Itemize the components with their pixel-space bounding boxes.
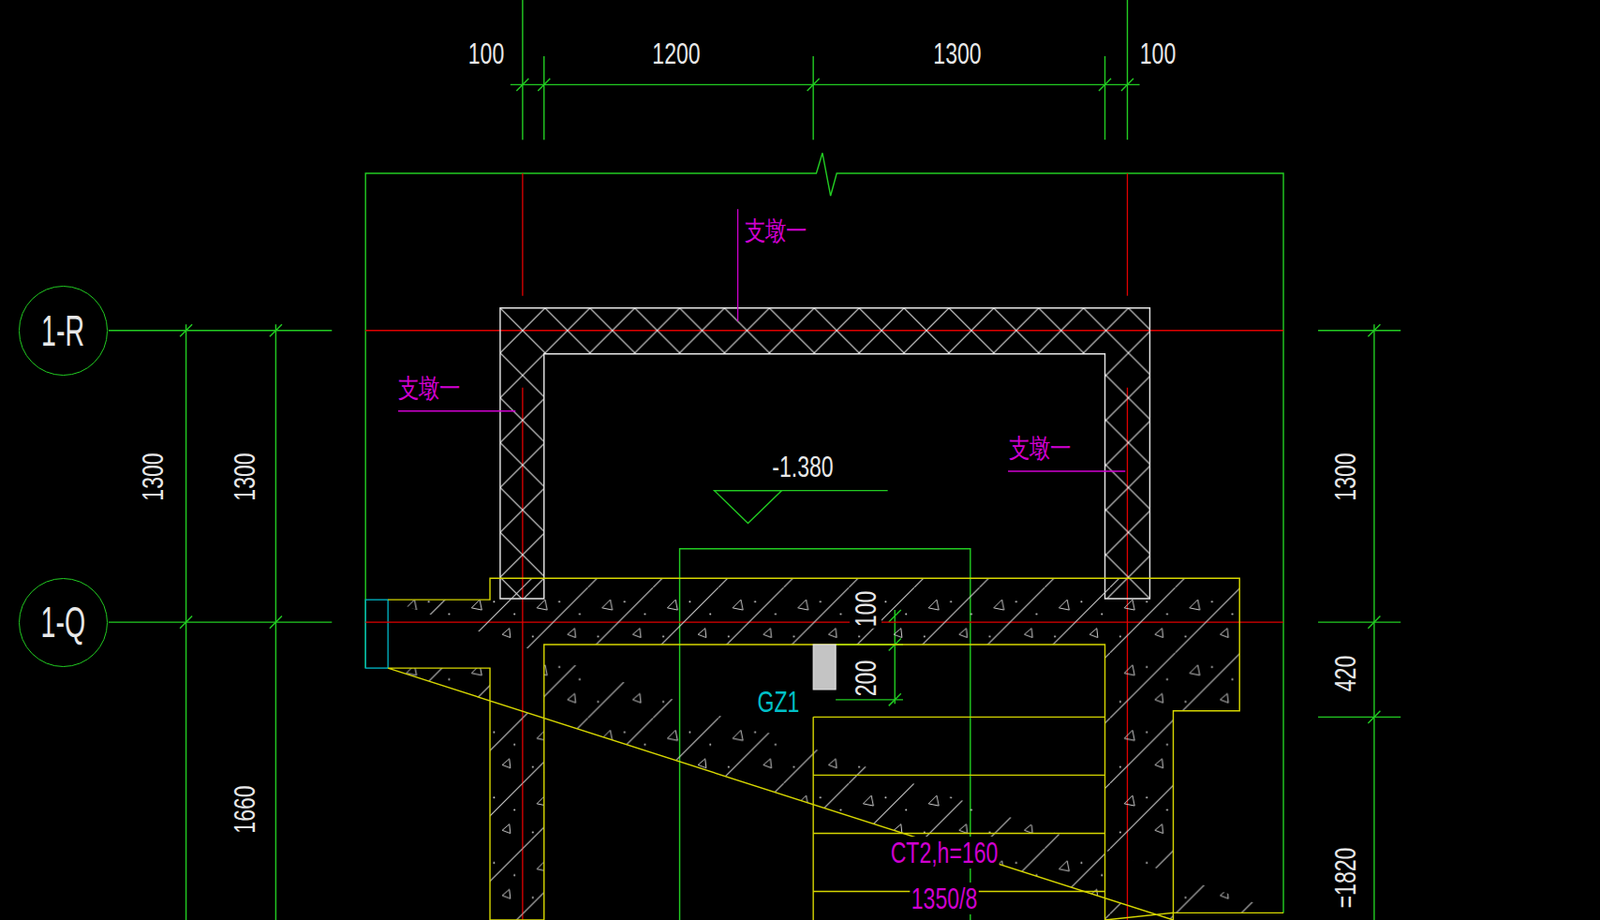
column-gz1 — [813, 644, 836, 690]
dimension-text: 100 — [1139, 37, 1178, 70]
stair-treads — [813, 716, 1105, 920]
dimension-text: 100 — [466, 37, 505, 70]
dimension-lines — [108, 0, 1401, 920]
axis-lines — [365, 173, 1284, 920]
annotation-text: CT2,h=160 — [888, 836, 1000, 869]
leader-lines — [398, 208, 1126, 472]
axis-bubble: 1-Q — [18, 577, 109, 668]
axis-bubble: 1-R — [18, 285, 109, 376]
dimension-text: 420 — [1329, 653, 1362, 693]
dimension-text: 200 — [849, 659, 882, 698]
callout-label: 支墩一 — [1007, 434, 1073, 463]
callout-label: 支墩一 — [742, 217, 809, 246]
dimension-text: 1660 — [228, 784, 261, 835]
dimension-text: -1.380 — [770, 450, 835, 483]
brick-pier — [500, 308, 1150, 599]
callout-label: 支墩一 — [396, 374, 462, 403]
axis-label: 1-Q — [41, 600, 87, 644]
dimension-text: 1300 — [136, 451, 169, 503]
annotation-text: 1350/8 — [909, 882, 978, 915]
dimension-text: =1820 — [1329, 845, 1362, 910]
annotation-text: GZ1 — [755, 685, 801, 718]
axis-label: 1-R — [42, 309, 86, 353]
dimension-text: 1200 — [651, 37, 702, 70]
concrete-wall — [387, 577, 1284, 920]
dimension-text: 1300 — [228, 451, 261, 503]
dimension-text: 100 — [849, 590, 882, 629]
dimension-text: 1300 — [932, 37, 983, 70]
dimension-text: 1300 — [1329, 451, 1362, 503]
